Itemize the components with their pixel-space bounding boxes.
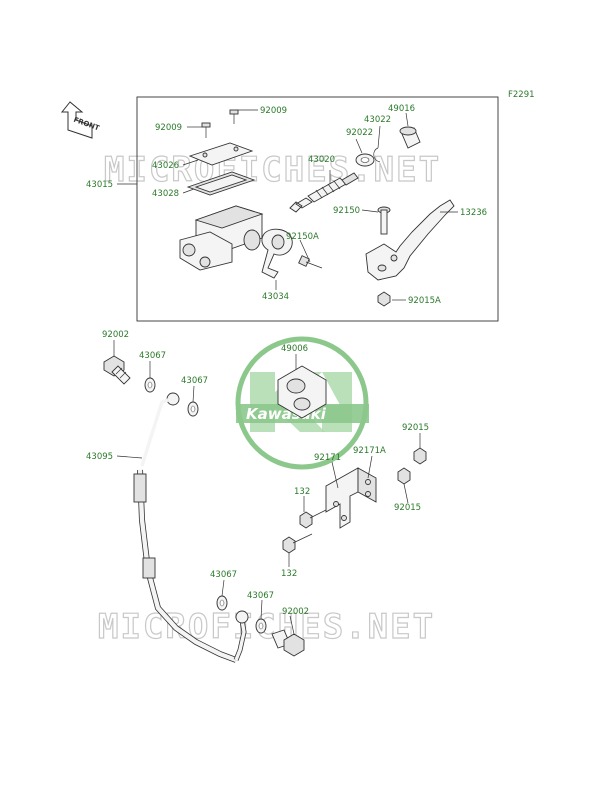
label-43067-c: 43067	[210, 570, 237, 580]
piston-assembly	[289, 172, 359, 213]
hose-bracket	[325, 467, 377, 529]
pivot-bolt-92150	[377, 206, 391, 235]
assembly-box	[136, 96, 499, 322]
label-43067-d: 43067	[247, 591, 274, 601]
hose-guide-49006	[277, 365, 327, 419]
screw-92009-left	[201, 122, 211, 138]
watermark-bottom: MICROFICHES.NET	[98, 607, 435, 647]
label-92015-top: 92015	[402, 423, 429, 433]
label-43020: 43020	[308, 155, 335, 165]
front-arrow-icon: FRONT	[60, 101, 101, 139]
screw-92009-right	[229, 109, 239, 124]
label-43034: 43034	[262, 292, 289, 302]
bolt-92150A	[298, 255, 323, 269]
clamp-holder	[261, 228, 293, 279]
nut-92015-bottom	[397, 467, 411, 485]
label-49016: 49016	[388, 104, 415, 114]
label-92150: 92150	[333, 206, 360, 216]
label-43028: 43028	[152, 189, 179, 199]
bolt-132-lower	[282, 533, 313, 554]
label-92171A: 92171A	[353, 446, 386, 456]
label-92009-right: 92009	[260, 106, 287, 116]
label-43067-b: 43067	[181, 376, 208, 386]
label-43095: 43095	[86, 452, 113, 462]
label-132-lower: 132	[281, 569, 297, 579]
brake-lever	[365, 199, 455, 281]
label-132-upper: 132	[294, 487, 310, 497]
label-92171: 92171	[314, 453, 341, 463]
label-92002-top: 92002	[102, 330, 129, 340]
label-92015A: 92015A	[408, 296, 441, 306]
master-cylinder-body	[179, 205, 264, 271]
dust-boot-49016	[399, 126, 421, 149]
diagram-code: F2291	[508, 90, 535, 100]
label-43015: 43015	[86, 180, 113, 190]
label-92022: 92022	[346, 128, 373, 138]
bolt-132-upper	[299, 509, 327, 529]
label-92015-bottom: 92015	[394, 503, 421, 513]
circlip-43022	[373, 147, 381, 163]
label-92002-bottom: 92002	[282, 607, 309, 617]
label-92150A: 92150A	[286, 232, 319, 242]
banjo-bolt-bottom	[271, 629, 305, 657]
banjo-bolt-top	[103, 355, 131, 385]
brake-hose	[133, 392, 249, 663]
label-92009-left: 92009	[155, 123, 182, 133]
watermark-top: MICROFICHES.NET	[104, 150, 441, 190]
label-49006: 49006	[281, 344, 308, 354]
label-13236: 13236	[460, 208, 487, 218]
nut-92015-top	[413, 447, 427, 465]
label-43067-a: 43067	[139, 351, 166, 361]
label-43026: 43026	[152, 161, 179, 171]
label-43022: 43022	[364, 115, 391, 125]
nut-92015A	[377, 291, 391, 307]
